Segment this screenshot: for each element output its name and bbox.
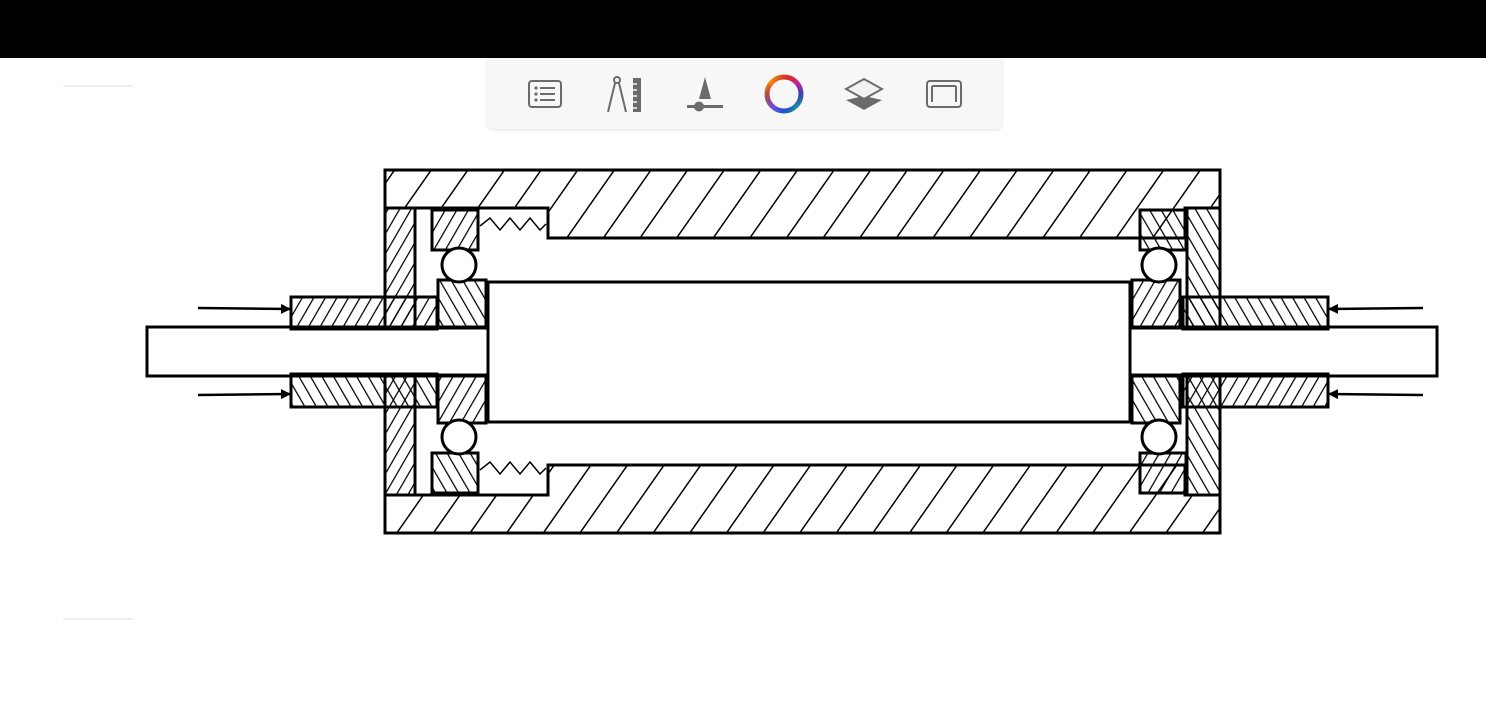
canvas-button[interactable]	[922, 72, 966, 116]
layers-icon	[844, 77, 885, 110]
bearing-ball	[440, 418, 478, 456]
spring	[479, 216, 547, 232]
housing-top	[383, 168, 1222, 240]
compass-ruler-icon	[606, 75, 641, 112]
top-bar	[0, 0, 1486, 58]
brush-button[interactable]	[683, 72, 727, 116]
divider	[63, 618, 133, 620]
bearing-ball	[440, 246, 478, 284]
color-wheel-icon	[764, 74, 804, 113]
force-arrow	[197, 303, 291, 314]
force-arrow	[1328, 303, 1424, 314]
right-nut-bottom	[1181, 372, 1330, 409]
bearing-ball	[1140, 246, 1178, 284]
divider	[63, 85, 133, 87]
list-icon	[527, 79, 562, 108]
bearing-ball	[1140, 418, 1178, 456]
spring	[479, 460, 547, 476]
housing-bottom	[383, 463, 1222, 535]
precision-button[interactable]	[603, 72, 647, 116]
force-arrow	[197, 389, 291, 400]
brush-size-icon	[686, 76, 723, 111]
roller-assembly-drawing	[145, 168, 1439, 535]
right-nut-top	[1181, 295, 1330, 331]
canvas-frame-icon	[926, 79, 963, 108]
force-arrow	[1328, 389, 1424, 400]
gallery-button[interactable]	[523, 72, 567, 116]
layers-button[interactable]	[842, 72, 886, 116]
toolbar	[487, 58, 1002, 129]
color-button[interactable]	[762, 72, 806, 116]
left-nut-bottom	[289, 372, 439, 409]
left-nut-top	[289, 295, 439, 331]
